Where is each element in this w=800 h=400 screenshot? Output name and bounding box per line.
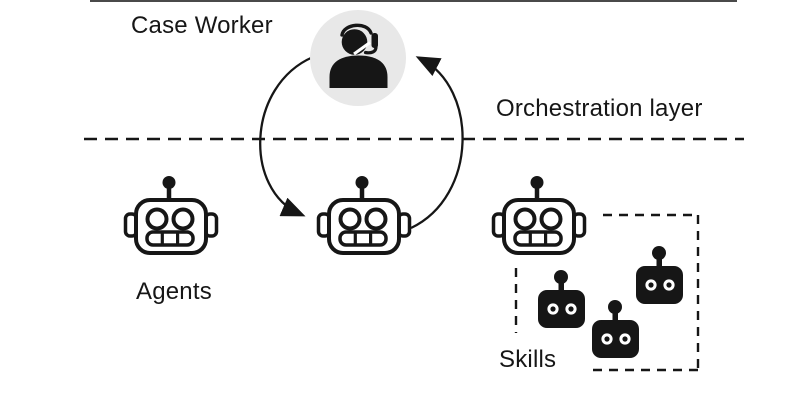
skills-label: Skills bbox=[499, 346, 557, 373]
curved-cycle-arrows bbox=[259, 55, 464, 230]
orchestration-layer-label: Orchestration layer bbox=[496, 95, 703, 122]
case-worker-avatar bbox=[310, 10, 406, 106]
arrow-agent-to-caseworker bbox=[410, 56, 464, 230]
agents-label: Agents bbox=[136, 278, 212, 305]
case-worker-label: Case Worker bbox=[131, 12, 273, 39]
skill-robot-icon-top bbox=[636, 246, 683, 304]
top-rule bbox=[90, 0, 737, 2]
arrow-caseworker-to-agent bbox=[259, 55, 314, 217]
skill-robot-icon-left bbox=[538, 270, 585, 328]
agent-robot-icon-left bbox=[126, 176, 217, 253]
headset-person-icon bbox=[329, 23, 388, 88]
agent-robot-icon-right bbox=[494, 176, 585, 253]
agent-robot-icon-center bbox=[319, 176, 410, 253]
skill-robot-icon-bottom bbox=[592, 300, 639, 358]
